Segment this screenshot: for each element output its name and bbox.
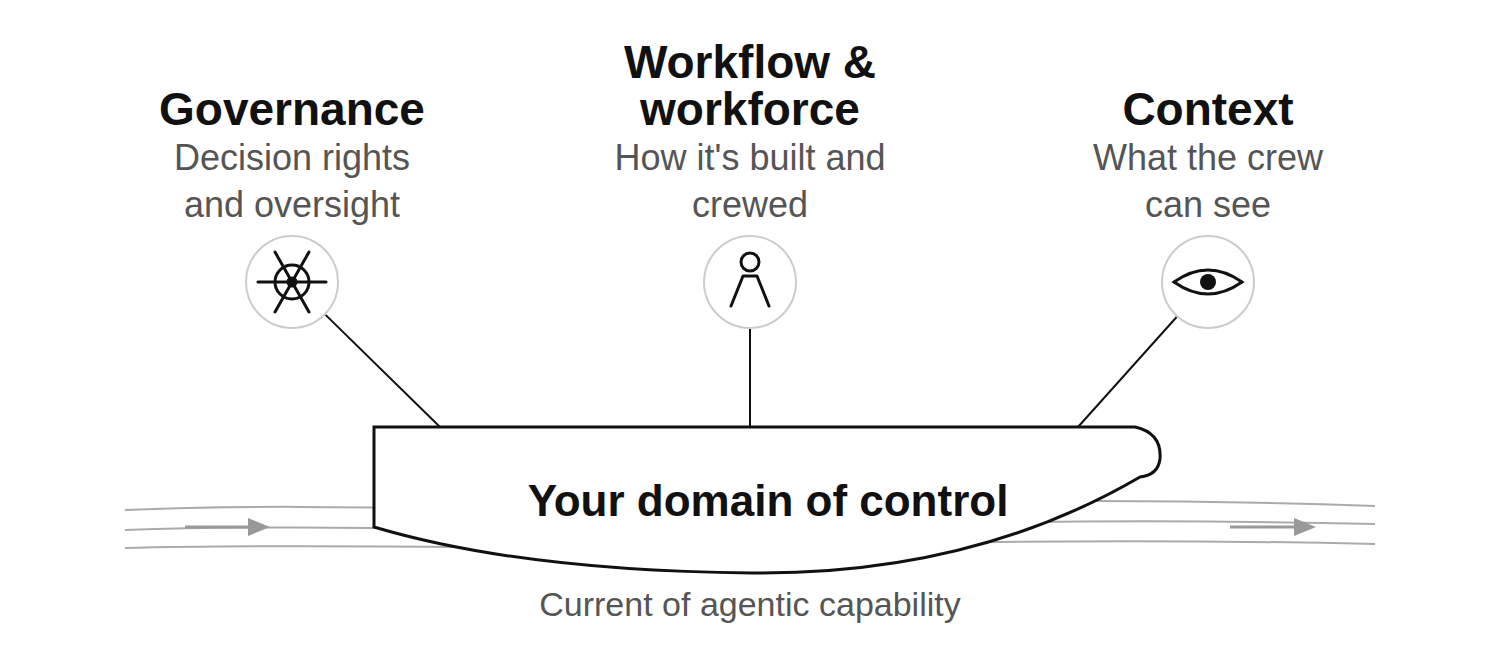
icon-circle: ContextWhat the crew can see <box>958 0 1458 330</box>
pillar-heading: Context <box>1122 86 1293 133</box>
icon-ring <box>245 235 339 329</box>
leader-line <box>326 315 440 427</box>
caption-label: Current of agentic capability <box>539 585 960 624</box>
pillar-subtitle: How it's built and crewed <box>610 134 890 228</box>
hull-shape: Your domain of control <box>372 425 1164 577</box>
icon-circle: Workflow & workforceHow it's built and c… <box>500 0 1000 330</box>
icon-ring <box>703 235 797 329</box>
icon-circle: GovernanceDecision rights and oversight <box>42 0 542 330</box>
arrow-head <box>1294 518 1316 536</box>
pillar-heading: Workflow & workforce <box>600 39 900 133</box>
pillar-heading: Governance <box>159 86 425 133</box>
pillar-subtitle: What the crew can see <box>1068 134 1348 228</box>
hull-label: Your domain of control <box>372 474 1164 528</box>
arrow-head <box>248 518 270 536</box>
current-arrow <box>1230 526 1297 529</box>
current-arrow <box>185 526 252 529</box>
leader-line <box>1078 317 1177 427</box>
helm-icon <box>258 252 326 312</box>
eye-icon <box>1174 270 1242 294</box>
icon-ring <box>1161 235 1255 329</box>
person-icon <box>731 253 769 306</box>
pillar-subtitle: Decision rights and oversight <box>152 134 432 228</box>
leader-line <box>749 329 751 427</box>
